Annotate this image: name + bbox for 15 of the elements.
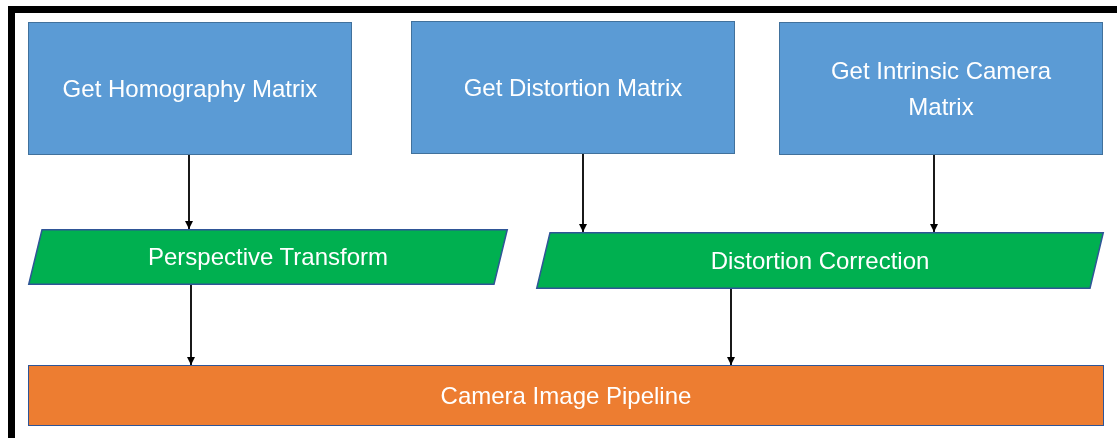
- arrow: [930, 154, 938, 233]
- node-label: Get Intrinsic Camera Matrix: [829, 55, 1053, 122]
- node-label: Camera Image Pipeline: [440, 380, 692, 411]
- process-box: [28, 22, 352, 155]
- arrow: [579, 153, 587, 233]
- node-label: Perspective Transform: [147, 242, 389, 272]
- node-label: Distortion Correction: [710, 245, 930, 276]
- process-box: [779, 22, 1103, 155]
- node-label: Get Distortion Matrix: [463, 72, 683, 103]
- arrow: [727, 288, 735, 366]
- node-label: Get Homography Matrix: [62, 73, 318, 104]
- arrow: [187, 284, 195, 366]
- process-bar: [28, 365, 1104, 426]
- arrow: [185, 154, 193, 230]
- process-box: [411, 21, 735, 154]
